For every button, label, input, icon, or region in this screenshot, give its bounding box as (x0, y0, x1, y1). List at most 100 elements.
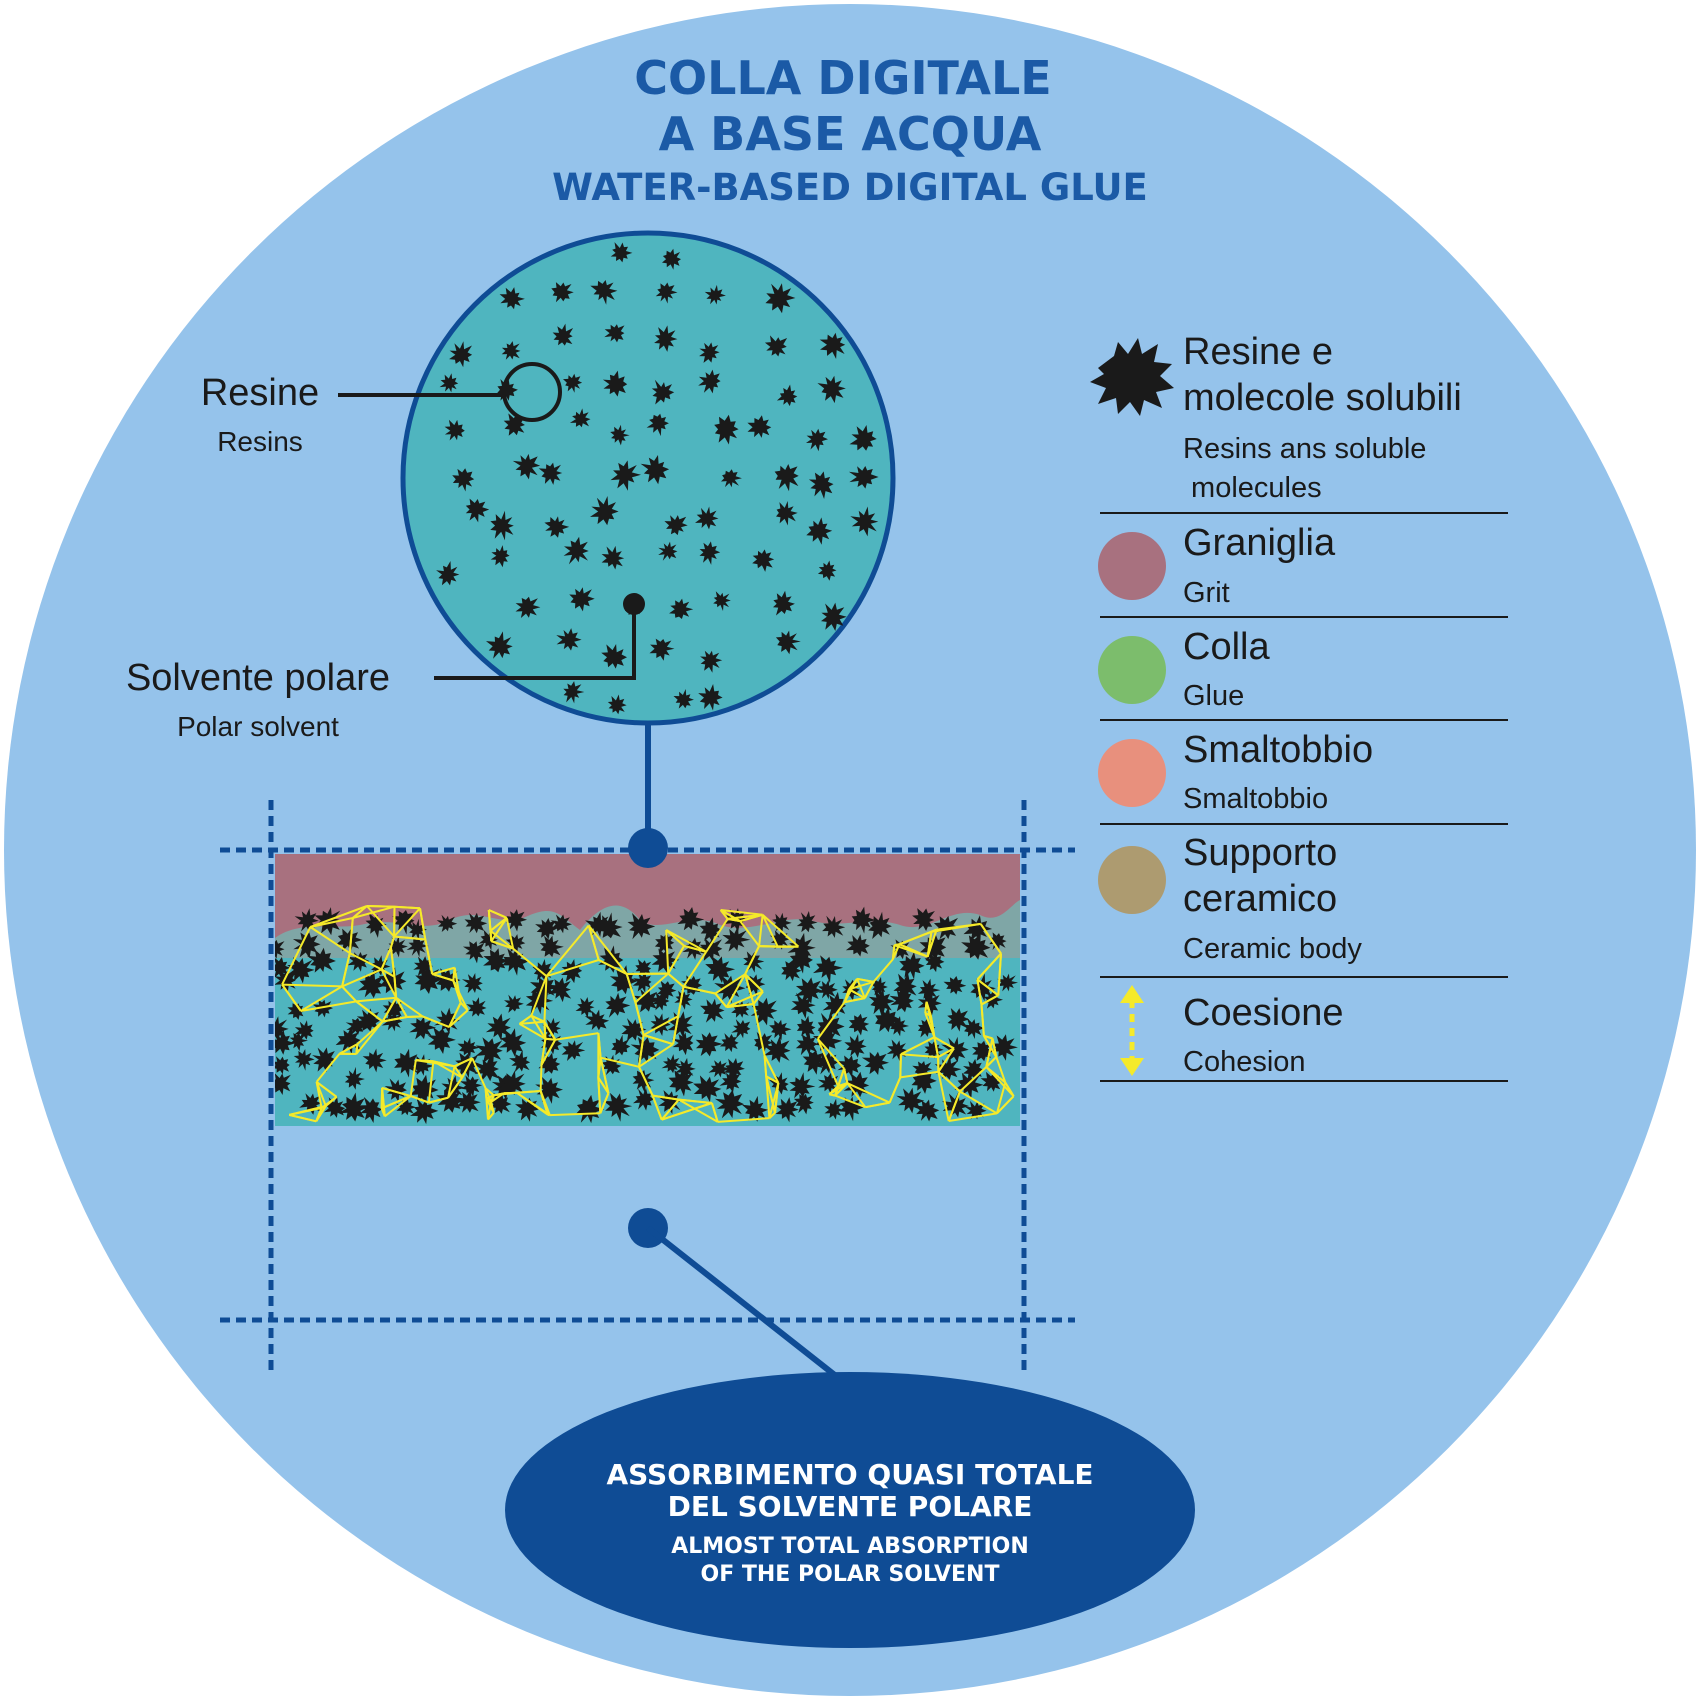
resin-particle (773, 590, 795, 616)
cohesion-link (282, 983, 343, 988)
resin-particle (851, 906, 876, 934)
legend: Resine e molecole solubili Resins ans so… (1090, 331, 1508, 1082)
callout-solvente-en: Polar solvent (177, 711, 339, 742)
cohesion-link (546, 959, 599, 978)
cohesion-link (844, 997, 865, 1004)
cohesion-link (744, 945, 760, 975)
resin-particle (704, 284, 726, 305)
resin-particle (924, 1040, 944, 1059)
cohesion-link (281, 984, 302, 1012)
cohesion-link (599, 1092, 610, 1114)
cohesion-link (710, 1102, 719, 1123)
resin-particle (844, 1033, 867, 1058)
resin-particle (485, 1013, 511, 1041)
resin-particle (661, 1054, 682, 1074)
resin-particle (275, 1073, 291, 1095)
resin-particle (850, 506, 879, 537)
resin-particle (646, 413, 669, 437)
cohesion-link (752, 990, 764, 1005)
cohesion-link (409, 1059, 417, 1097)
legend-glue-en: Glue (1183, 680, 1244, 712)
legend-ceramic-it-1: Supporto (1183, 832, 1337, 874)
legend-ceramic-it-2: ceramico (1183, 878, 1337, 920)
legend-item-grit: Graniglia Grit (1098, 522, 1508, 618)
cohesion-link (597, 1077, 610, 1094)
cohesion-link (355, 1020, 384, 1055)
resin-particle (598, 945, 624, 973)
resin-particle (713, 591, 731, 611)
cohesion-link (428, 1096, 449, 1104)
resin-particle (917, 989, 942, 1016)
resin-particle (466, 997, 487, 1017)
resin-particle (722, 926, 751, 952)
cohesion-link (432, 966, 455, 976)
resin-particle (677, 907, 705, 931)
cohesion-link (381, 968, 395, 978)
resin-particle (434, 1007, 460, 1034)
resin-particle (561, 1040, 586, 1061)
cohesion-link (422, 1015, 450, 1028)
cohesion-link (937, 1047, 955, 1073)
connector-dot-top (628, 828, 668, 868)
resin-particle (499, 1028, 527, 1057)
resin-particle (868, 911, 892, 939)
cohesion-link (931, 922, 981, 933)
resin-particle (275, 970, 296, 992)
resin-particle (464, 912, 488, 934)
resin-particle (406, 937, 429, 958)
resin-particle (824, 1098, 843, 1120)
cohesion-link (843, 1068, 849, 1084)
resin-particle (789, 1072, 816, 1099)
resin-particle (610, 424, 630, 446)
legend-grit-en: Grit (1183, 577, 1230, 609)
resin-particle (381, 1010, 403, 1032)
resin-particle (714, 1089, 745, 1119)
legend-resins-en-2: molecules (1183, 472, 1322, 504)
title-line-3: WATER-BASED DIGITAL GLUE (552, 166, 1148, 209)
callout-resine: Resine Resins (201, 372, 504, 457)
cohesion-link (395, 997, 408, 1018)
cohesion-link (979, 923, 1002, 955)
resin-particle (502, 947, 530, 976)
cohesion-link (352, 905, 368, 919)
resin-particle (427, 1027, 456, 1054)
cohesion-link (459, 1002, 469, 1011)
resin-particles (436, 242, 879, 715)
resin-particle (669, 598, 694, 619)
cohesion-link (765, 1076, 771, 1119)
resin-particle (848, 1013, 870, 1036)
cohesion-link (587, 924, 628, 975)
resin-particle (546, 977, 572, 1003)
resin-particle (515, 1097, 542, 1122)
resin-particle (752, 549, 775, 572)
resin-particle (698, 369, 721, 394)
cohesion-link (348, 917, 354, 954)
resin-particle (439, 373, 459, 393)
cohesion-link (447, 1066, 456, 1098)
cohesion-link (900, 1070, 939, 1079)
cohesion-link (530, 975, 548, 1017)
resin-particle (462, 941, 485, 964)
resin-particle (705, 956, 736, 983)
cohesion-link (714, 973, 746, 995)
resin-particle (457, 1037, 480, 1058)
cohesion-link (816, 1038, 840, 1087)
legend-item-resins: Resine e molecole solubili Resins ans so… (1090, 331, 1508, 514)
cohesion-link (937, 1071, 961, 1093)
resin-particle (490, 545, 510, 568)
resin-particle (550, 914, 572, 934)
cohesion-link (355, 1000, 384, 1023)
callout-resine-en: Resins (217, 426, 303, 457)
resin-particle (408, 918, 427, 941)
resin-particle (384, 1078, 407, 1102)
resin-particle (674, 1057, 696, 1079)
resin-particle (640, 455, 670, 485)
cohesion-link (667, 945, 685, 975)
cohesion-link (744, 973, 755, 1005)
cohesion-link (448, 1009, 469, 1028)
callout-solvente: Solvente polare Polar solvent (126, 593, 645, 742)
cohesion-link (959, 1066, 987, 1093)
cohesion-link (300, 1000, 357, 1012)
cohesion-link (900, 1036, 935, 1056)
resin-particle (776, 384, 798, 407)
